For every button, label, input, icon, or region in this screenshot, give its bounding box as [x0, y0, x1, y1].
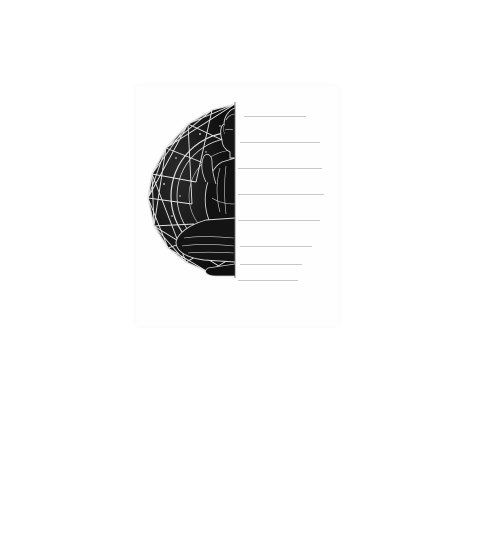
guide-line — [240, 246, 312, 247]
guide-line — [238, 168, 322, 169]
guide-line — [240, 142, 320, 143]
guide-line — [238, 280, 298, 281]
buddha-figure — [175, 107, 235, 277]
guide-line — [238, 194, 324, 195]
mandala-group — [147, 103, 235, 277]
buddha-mandala-artwork — [147, 102, 236, 278]
image-card — [136, 86, 338, 326]
guide-line — [238, 220, 320, 221]
guide-line — [240, 264, 302, 265]
guide-line — [244, 116, 306, 117]
